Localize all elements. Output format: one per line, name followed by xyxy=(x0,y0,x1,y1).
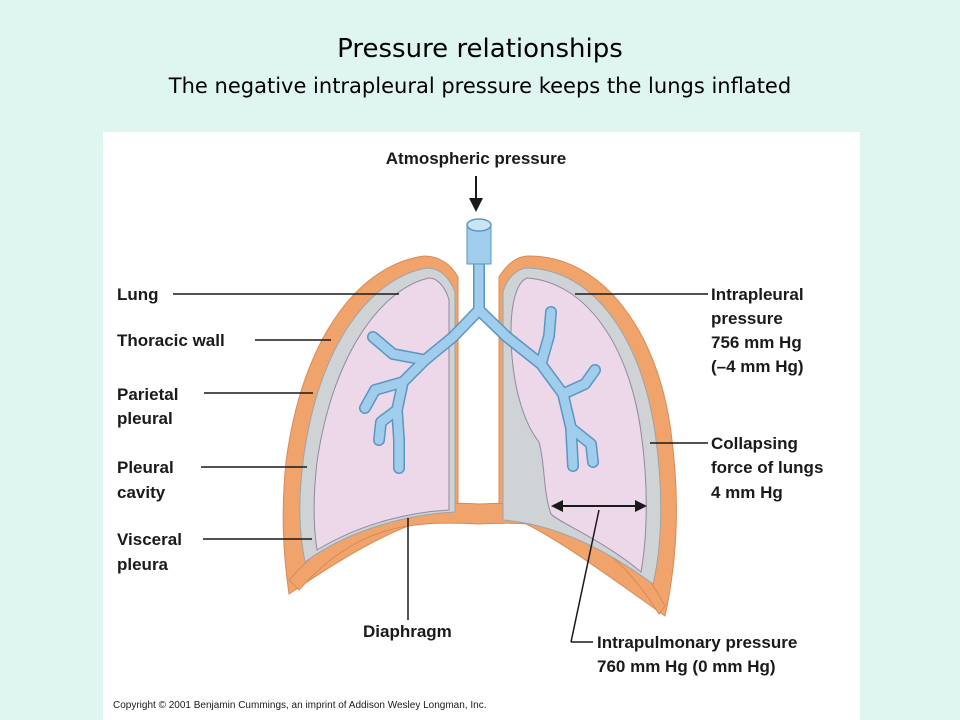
label-intrapleural-1: Intrapleural xyxy=(711,285,804,304)
label-intrapleural-2: pressure xyxy=(711,309,783,328)
label-lung: Lung xyxy=(117,285,159,304)
label-parietal-1: Parietal xyxy=(117,385,178,404)
atmospheric-arrow-icon xyxy=(469,198,483,212)
label-intrapleural-3: 756 mm Hg xyxy=(711,333,802,352)
label-thoracic-wall: Thoracic wall xyxy=(117,331,225,350)
label-atmospheric-pressure: Atmospheric pressure xyxy=(386,149,566,168)
label-collapsing-1: Collapsing xyxy=(711,434,798,453)
label-intrapleural-4: (–4 mm Hg) xyxy=(711,357,804,376)
label-intrapulmonary-1: Intrapulmonary pressure xyxy=(597,633,797,652)
label-parietal-2: pleural xyxy=(117,409,173,428)
slide-title: Pressure relationships xyxy=(337,34,623,64)
lung-pressure-diagram: Atmospheric pressure Lung Thoracic wall … xyxy=(113,149,823,711)
figure-panel: Atmospheric pressure Lung Thoracic wall … xyxy=(103,132,860,720)
label-pleural-cavity-1: Pleural xyxy=(117,458,174,477)
label-intrapulmonary-2: 760 mm Hg (0 mm Hg) xyxy=(597,657,776,676)
label-pleural-cavity-2: cavity xyxy=(117,483,166,502)
slide-subtitle: The negative intrapleural pressure keeps… xyxy=(168,74,792,98)
collapsing-arrow-left-icon xyxy=(551,500,563,512)
label-diaphragm: Diaphragm xyxy=(363,622,452,641)
label-visceral-1: Visceral xyxy=(117,530,182,549)
copyright-notice: Copyright © 2001 Benjamin Cummings, an i… xyxy=(113,700,486,711)
bronchial-tree xyxy=(359,218,601,474)
label-collapsing-2: force of lungs xyxy=(711,458,823,477)
label-visceral-2: pleura xyxy=(117,555,169,574)
label-collapsing-3: 4 mm Hg xyxy=(711,483,783,502)
lung-left xyxy=(313,277,450,551)
collapsing-arrow-right-icon xyxy=(635,500,647,512)
